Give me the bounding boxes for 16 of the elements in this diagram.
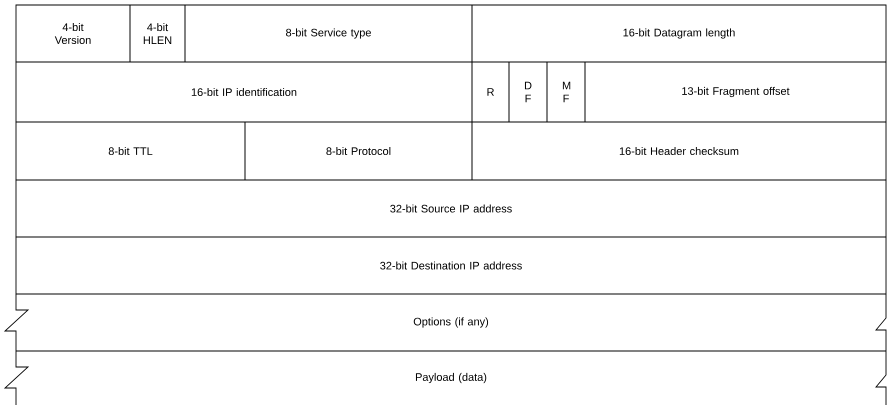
- table-cell: 16-bit Datagram length: [472, 4, 886, 62]
- table-cell: 32-bit Source IP address: [16, 180, 886, 238]
- table-cell: M F: [546, 62, 586, 122]
- table-cell: Payload (data): [4, 350, 886, 405]
- table-cell: 32-bit Destination IP address: [16, 236, 886, 294]
- table-cell: Options (if any): [4, 294, 886, 352]
- table-cell: 8-bit Service type: [184, 4, 472, 62]
- table-cell: 16-bit IP identification: [16, 62, 472, 122]
- table-cell: 16-bit Header checksum: [472, 122, 886, 180]
- table-cell: 8-bit TTL: [16, 122, 246, 180]
- table-cell: R: [472, 62, 510, 122]
- table-cell: 13-bit Fragment offset: [584, 62, 886, 122]
- table-cell: D F: [508, 62, 548, 122]
- table-cell: 8-bit Protocol: [244, 122, 472, 180]
- table-cell: 4-bit Version: [16, 4, 130, 62]
- table-cell: 4-bit HLEN: [130, 4, 186, 62]
